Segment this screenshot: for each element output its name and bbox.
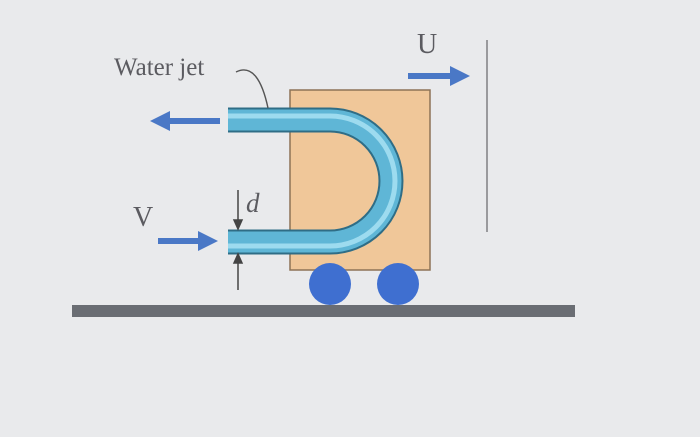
jet-exit-arrow bbox=[150, 111, 220, 131]
diameter-dimension-marker bbox=[232, 190, 244, 290]
jet-diameter-label: d bbox=[246, 188, 260, 218]
water-jet-label: Water jet bbox=[114, 54, 204, 81]
water-jet-leader-line bbox=[235, 69, 269, 109]
cart-velocity-label: U bbox=[417, 29, 437, 60]
ground bbox=[72, 305, 575, 317]
cart-wheel-right bbox=[377, 263, 419, 305]
cart-velocity-arrow bbox=[408, 66, 470, 86]
jet-inlet-arrow bbox=[158, 231, 218, 251]
jet-velocity-label: V bbox=[133, 202, 153, 233]
cart-wheel-left bbox=[309, 263, 351, 305]
water-jet-tube bbox=[228, 107, 404, 255]
